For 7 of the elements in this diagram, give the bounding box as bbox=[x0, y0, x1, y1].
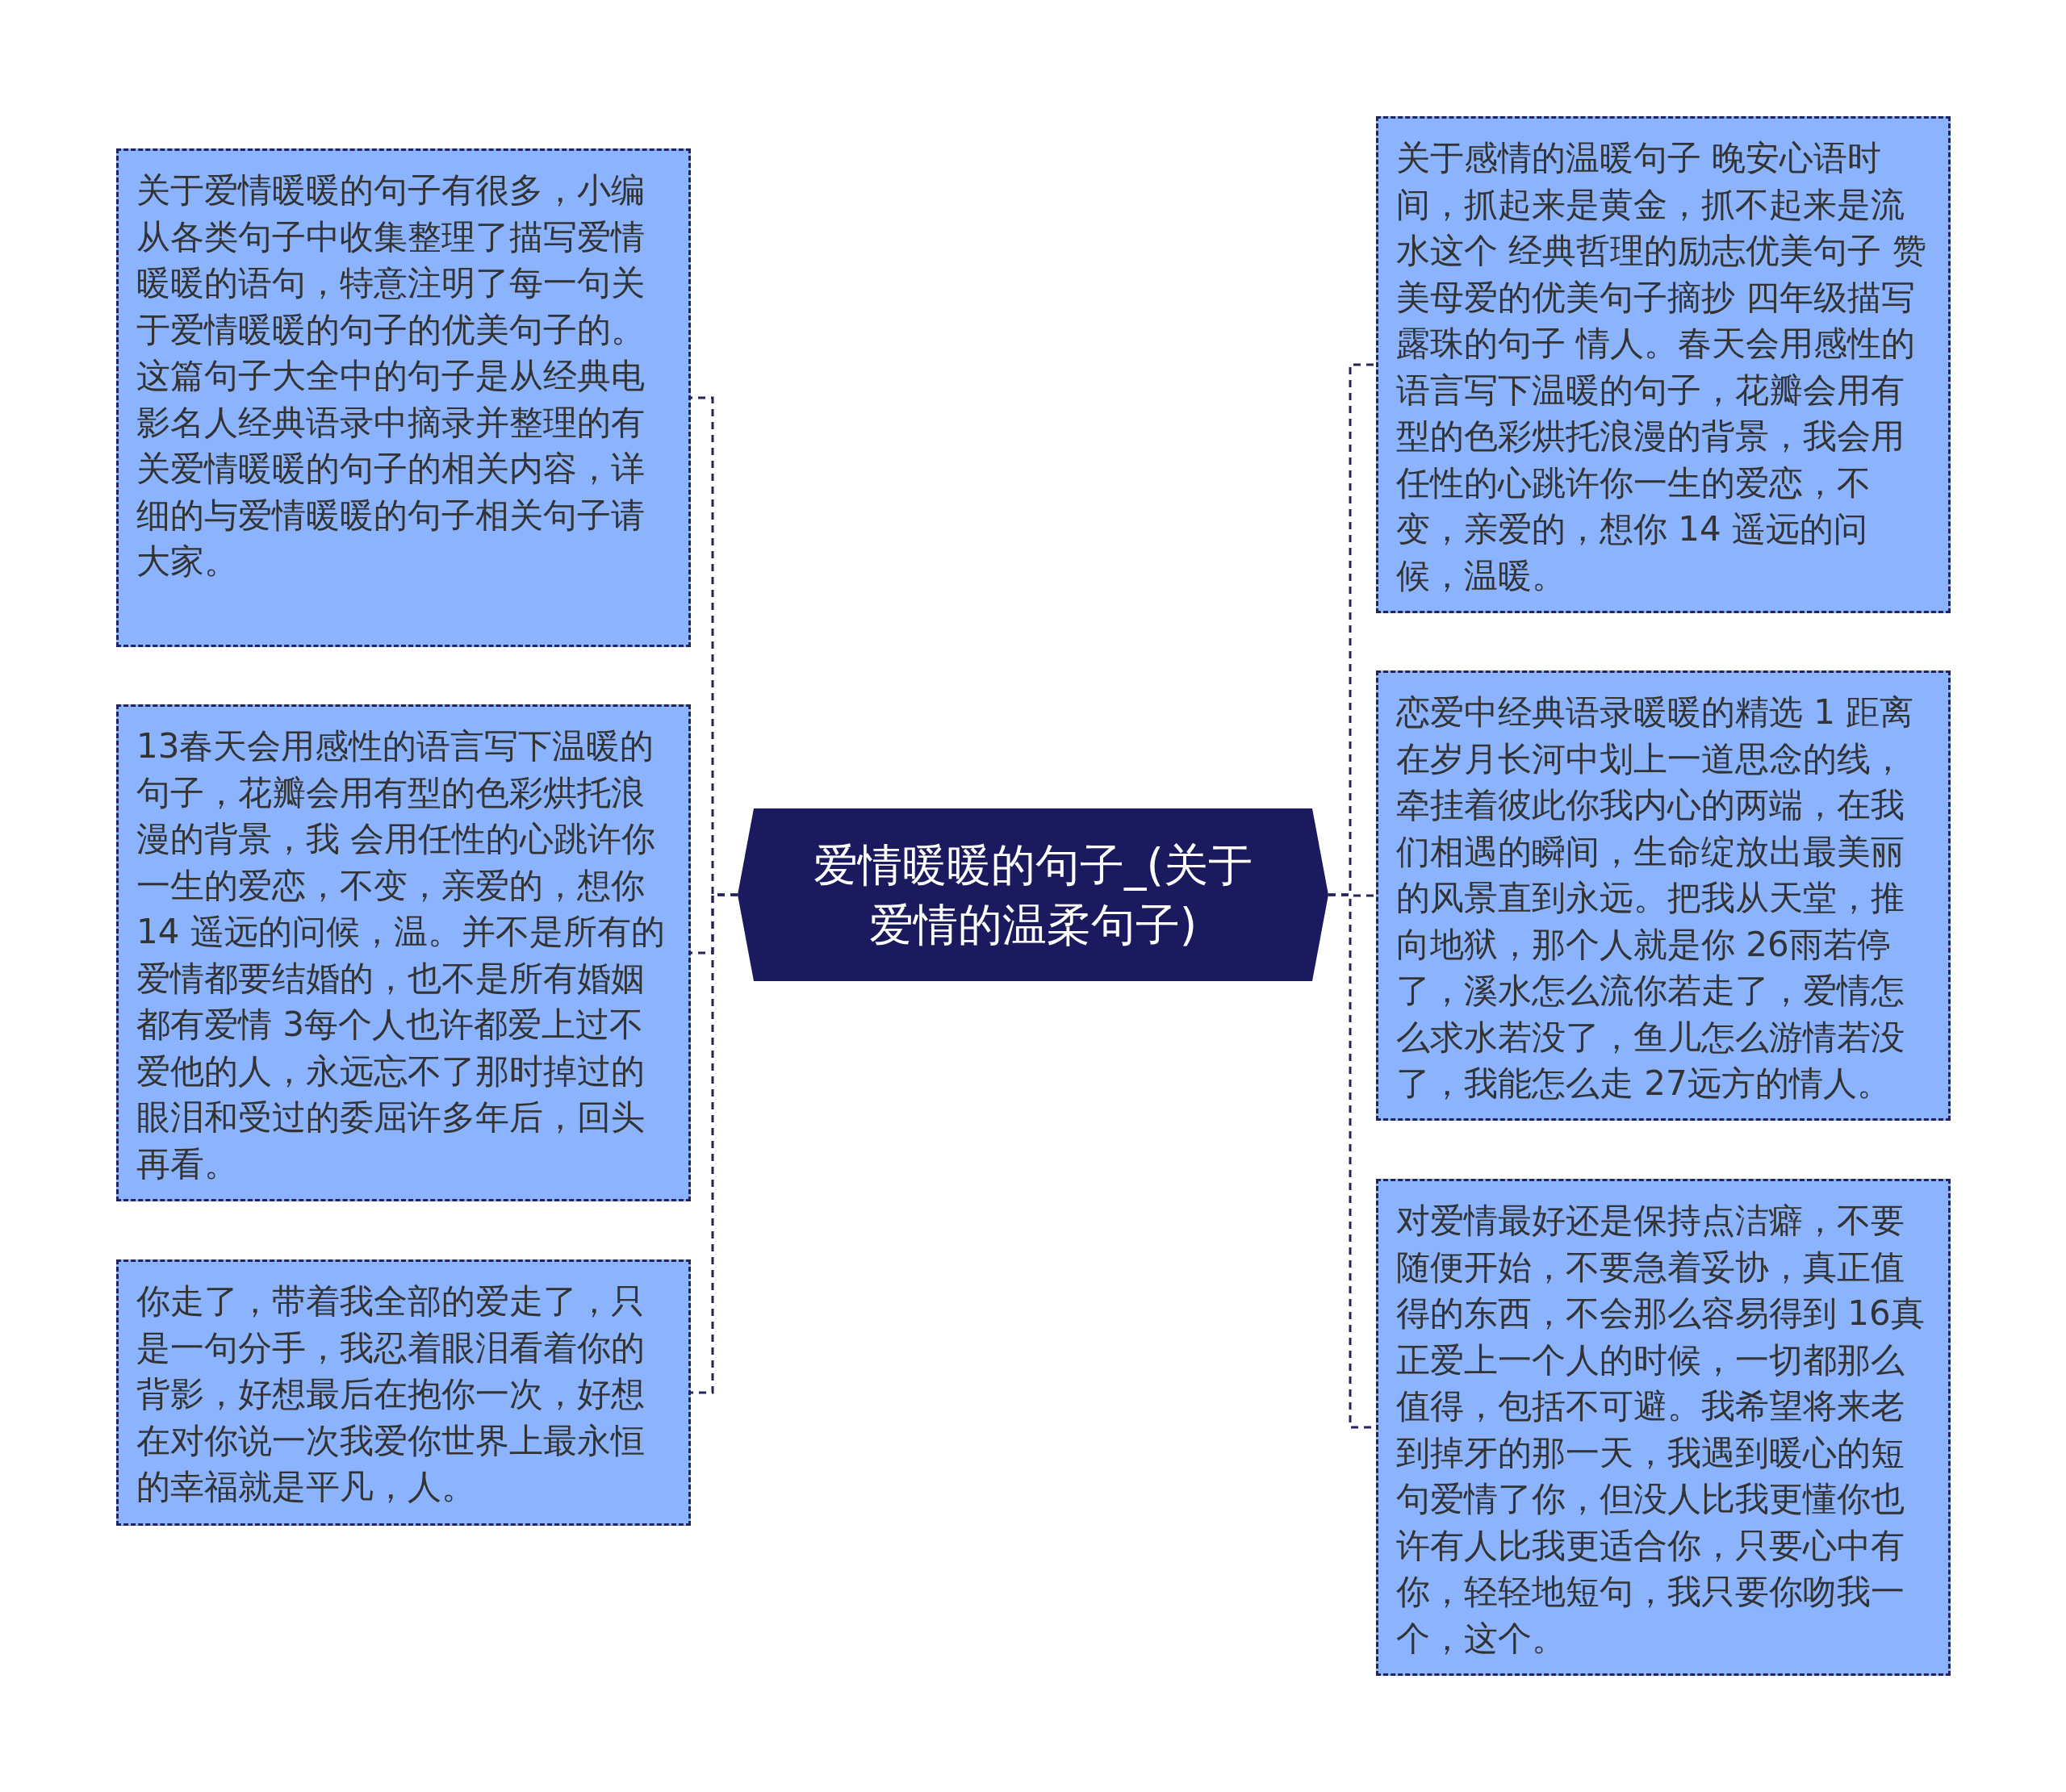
text-box: 对爱情最好还是保持点洁癖，不要随便开始，不要急着妥协，真正值得的东西，不会那么容易得到 16真正爱上一个人的时候，一切都那么值得，包括不可避。我希望将来老到掉牙的那一天，我遇到暖心的短句爱情了你，但没人比我更懂你也许有人比我更适合你，只要心中有你，轻轻地短句，我只要你吻我一个，这个。 bbox=[1376, 1179, 1951, 1676]
text-box: 关于感情的温暖句子 晚安心语时间，抓起来是黄金，抓不起来是流水这个 经典哲理的励志优美句子 赞美母爱的优美句子摘抄 四年级描写露珠的句子 情人。春天会用感性的语言写下温暖的句子，花瓣会用有型的色彩烘托浪漫的背景，我会用任性的心跳许你一生的爱恋，不变，亲爱的，想你 14 遥远的问候，温暖。 bbox=[1376, 116, 1951, 613]
text-box: 恋爱中经典语录暖暖的精选 1 距离在岁月长河中划上一道思念的线，牵挂着彼此你我内心的两端，在我们相遇的瞬间，生命绽放出最美丽的风景直到永远。把我从天堂，推向地狱，那个人就是你 26雨若停了，溪水怎么流你若走了，爱情怎么求水若没了，鱼儿怎么游情若没了，我能怎么走 27远方的情人。 bbox=[1376, 670, 1951, 1121]
text-box: 你走了，带着我全部的爱走了，只是一句分手，我忍着眼泪看着你的背影，好想最后在抱你一次，好想在对你说一次我爱你世界上最永恒的幸福就是平凡，人。 bbox=[116, 1259, 691, 1526]
connector-line bbox=[691, 893, 738, 1394]
text-box: 13春天会用感性的语言写下温暖的句子，花瓣会用有型的色彩烘托浪漫的背景，我 会用任性的心跳许你一生的爱恋，不变，亲爱的，想你 14 遥远的问候，温。并不是所有的爱情都要结婚的，也不是所有婚姻都有爱情 3每个人也许都爱上过不爱他的人，永远忘不了那时掉过的眼泪和受过的委屈许多年后，回头再看。 bbox=[116, 704, 691, 1201]
text-box: 关于爱情暖暖的句子有很多，小编从各类句子中收集整理了描写爱情暖暖的语句，特意注明了每一句关于爱情暖暖的句子的优美句子的。这篇句子大全中的句子是从经典电影名人经典语录中摘录并整理的有关爱情暖暖的句子的相关内容，详细的与爱情暖暖的句子相关句子请大家。 bbox=[116, 148, 691, 647]
